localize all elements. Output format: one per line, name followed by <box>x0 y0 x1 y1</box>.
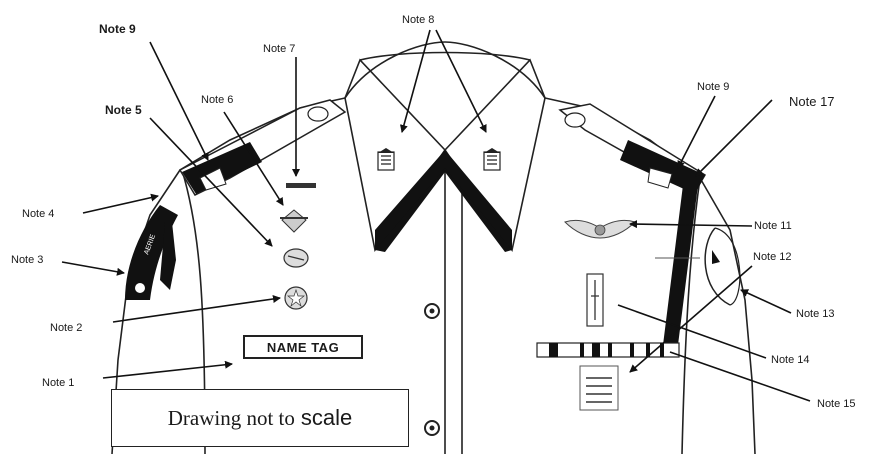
note-14-label: Note 14 <box>771 354 810 366</box>
note-12-label: Note 12 <box>753 251 792 263</box>
collar-insignia-right <box>483 148 501 171</box>
ribbon-bar <box>536 342 680 358</box>
wings-note11 <box>564 219 636 239</box>
note-17-label: Note 17 <box>789 94 835 109</box>
shoulder-patch-left: AERIE <box>125 205 178 300</box>
shirt-button-lower <box>424 420 440 436</box>
scale-disclaimer-word: scale <box>300 405 353 430</box>
name-tag: NAME TAG <box>243 335 363 359</box>
scale-disclaimer-box: Drawing not to scale <box>111 389 409 447</box>
note-1-label: Note 1 <box>42 377 75 389</box>
badge-note14 <box>586 273 604 327</box>
note-3-label: Note 3 <box>11 254 44 266</box>
note-8-label: Note 8 <box>402 14 435 26</box>
note-5-label: Note 5 <box>105 103 142 117</box>
collar-insignia-left <box>377 148 395 171</box>
note-6-label: Note 6 <box>201 94 234 106</box>
shirt-button-upper <box>424 303 440 319</box>
note-2-label: Note 2 <box>50 322 83 334</box>
collar-band <box>375 150 512 252</box>
note-9-right-label: Note 9 <box>697 81 730 93</box>
aiguillette <box>663 185 698 345</box>
note-11-label: Note 11 <box>754 220 792 232</box>
badge-note2 <box>284 286 308 310</box>
badge-note7 <box>286 183 316 188</box>
leader-lines <box>61 29 811 402</box>
shoulder-patch-right <box>704 227 731 306</box>
scale-disclaimer-text: Drawing not to <box>167 405 295 430</box>
badge-note6 <box>280 209 308 233</box>
note-4-label: Note 4 <box>22 208 55 220</box>
badge-note15 <box>579 365 619 411</box>
name-tag-text: NAME TAG <box>266 339 340 355</box>
note-7-label: Note 7 <box>263 43 296 55</box>
right-epaulet <box>558 103 707 194</box>
left-epaulet <box>178 99 347 196</box>
note-9-left-label: Note 9 <box>99 22 136 36</box>
note-13-label: Note 13 <box>796 308 835 320</box>
note-15-label: Note 15 <box>817 398 856 410</box>
badge-note5 <box>283 248 309 268</box>
